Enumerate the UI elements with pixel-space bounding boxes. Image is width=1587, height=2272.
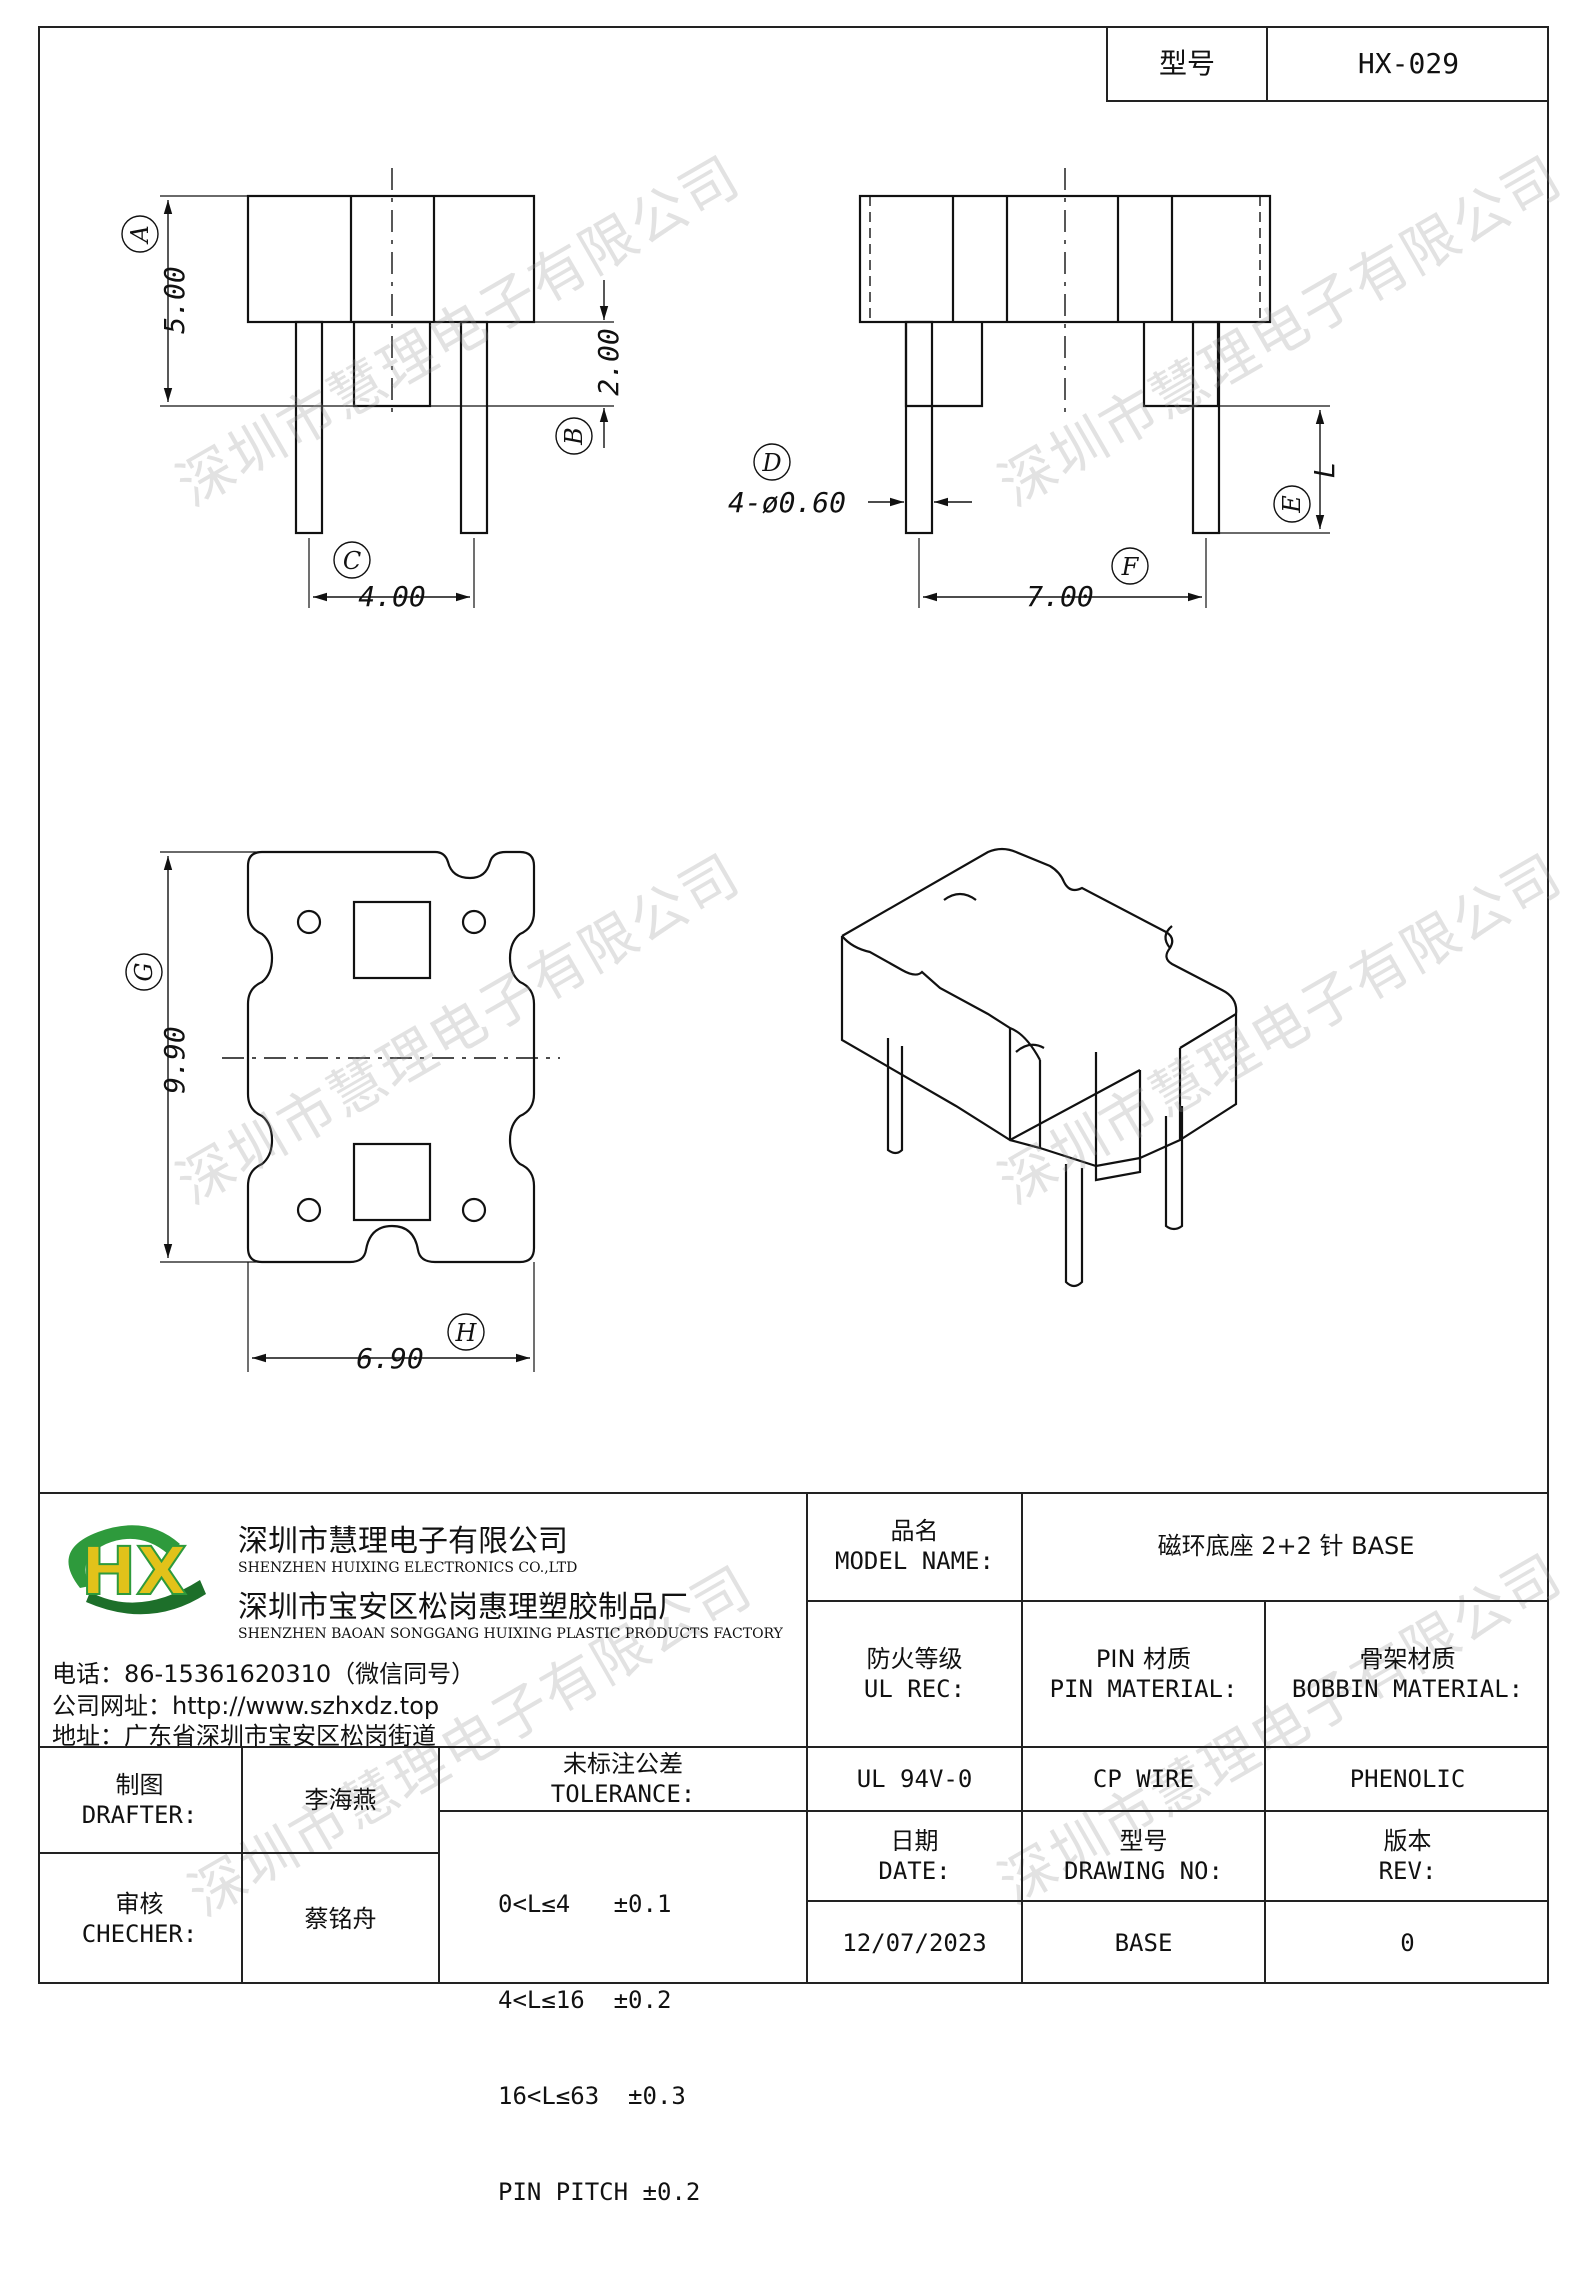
pin-material-value: CP WIRE bbox=[1092, 1765, 1195, 1793]
marker-h: H bbox=[455, 1319, 478, 1347]
date-label: 日期 DATE: bbox=[878, 1827, 951, 1885]
tolerance-line: PIN PITCH ±0.2 bbox=[498, 2178, 701, 2206]
tolerance-line: 16<L≤63 ±0.3 bbox=[498, 2082, 686, 2110]
drawing-no-value: BASE bbox=[1114, 1929, 1173, 1957]
dim-base-to-pin: 2.00 bbox=[592, 328, 625, 395]
marker-c: C bbox=[343, 547, 361, 575]
tolerance-line: 0<L≤4 ±0.1 bbox=[498, 1890, 672, 1918]
drafter-value: 李海燕 bbox=[304, 1786, 377, 1814]
company-name-cn: 深圳市慧理电子有限公司 bbox=[238, 1524, 568, 1559]
marker-a: A bbox=[126, 225, 154, 244]
model-label: 型号 bbox=[1158, 46, 1215, 80]
date-value: 12/07/2023 bbox=[842, 1929, 987, 1957]
rev-label: 版本 REV: bbox=[1378, 1827, 1437, 1885]
company-address: 地址：广东省深圳市宝安区松岗街道 bbox=[52, 1722, 436, 1750]
model-name-label: 品名 MODEL NAME: bbox=[835, 1517, 994, 1575]
tolerance-table: 0<L≤4 ±0.1 4<L≤16 ±0.2 16<L≤63 ±0.3 PIN … bbox=[498, 1824, 798, 2272]
marker-d: D bbox=[761, 449, 781, 477]
marker-b: B bbox=[560, 427, 588, 446]
company-website: 公司网址：http://www.szhxdz.top bbox=[52, 1692, 440, 1720]
marker-g: G bbox=[130, 962, 158, 981]
model-value: HX-029 bbox=[1357, 46, 1460, 80]
model-header-box: 型号 HX-029 bbox=[1106, 26, 1549, 102]
tolerance-line: 4<L≤16 ±0.2 bbox=[498, 1986, 672, 2014]
marker-f: F bbox=[1121, 553, 1140, 581]
title-block: HX 深圳市慧理电子有限公司 SHENZHEN HUIXING ELECTRON… bbox=[38, 1492, 1549, 2206]
dim-pin-diameter: 4-ø0.60 bbox=[728, 486, 846, 519]
drafter-label: 制图 DRAFTER: bbox=[81, 1771, 198, 1829]
dim-pin-length: L bbox=[1308, 462, 1341, 479]
rev-value: 0 bbox=[1400, 1929, 1415, 1957]
bobbin-material-label: 骨架材质 BOBBIN MATERIAL: bbox=[1291, 1645, 1524, 1703]
logo-text: HX bbox=[81, 1533, 187, 1610]
drawing-no-label: 型号 DRAWING NO: bbox=[1064, 1827, 1223, 1885]
drawing-frame bbox=[38, 26, 1549, 1984]
dim-pin-spacing-front: 4.00 bbox=[358, 580, 425, 613]
model-name-value: 磁环底座 2+2 针 BASE bbox=[1157, 1532, 1415, 1560]
dim-body-width: 6.90 bbox=[356, 1342, 423, 1375]
tolerance-label: 未标注公差 TOLERANCE: bbox=[550, 1750, 696, 1808]
factory-name-en: SHENZHEN BAOAN SONGGANG HUIXING PLASTIC … bbox=[238, 1626, 783, 1642]
marker-e: E bbox=[1278, 495, 1306, 514]
bottom-view bbox=[125, 850, 560, 1372]
company-logo: HX bbox=[50, 1510, 220, 1620]
checker-value: 蔡铭舟 bbox=[304, 1905, 377, 1933]
dim-body-length: 9.90 bbox=[158, 1026, 191, 1093]
company-name-en: SHENZHEN HUIXING ELECTRONICS CO.,LTD bbox=[238, 1560, 578, 1576]
pin-material-label: PIN 材质 PIN MATERIAL: bbox=[1049, 1645, 1238, 1703]
factory-name-cn: 深圳市宝安区松岗惠理塑胶制品厂 bbox=[238, 1590, 688, 1625]
ul-rec-value: UL 94V-0 bbox=[856, 1765, 973, 1793]
dim-pin-spacing-side: 7.00 bbox=[1026, 580, 1093, 613]
isometric-view bbox=[840, 847, 1238, 1288]
company-phone: 电话：86-15361620310（微信同号） bbox=[52, 1660, 476, 1688]
ul-rec-label: 防火等级 UL REC: bbox=[863, 1645, 966, 1703]
side-view bbox=[753, 168, 1330, 608]
checker-label: 审核 CHECHER: bbox=[81, 1890, 198, 1948]
bobbin-material-value: PHENOLIC bbox=[1349, 1765, 1466, 1793]
technical-drawing: 5.00 2.00 4.00 4-ø0.60 7.00 L 9.90 6.90 … bbox=[121, 168, 1341, 1375]
dim-top-height: 5.00 bbox=[158, 266, 191, 333]
front-view bbox=[121, 168, 614, 608]
